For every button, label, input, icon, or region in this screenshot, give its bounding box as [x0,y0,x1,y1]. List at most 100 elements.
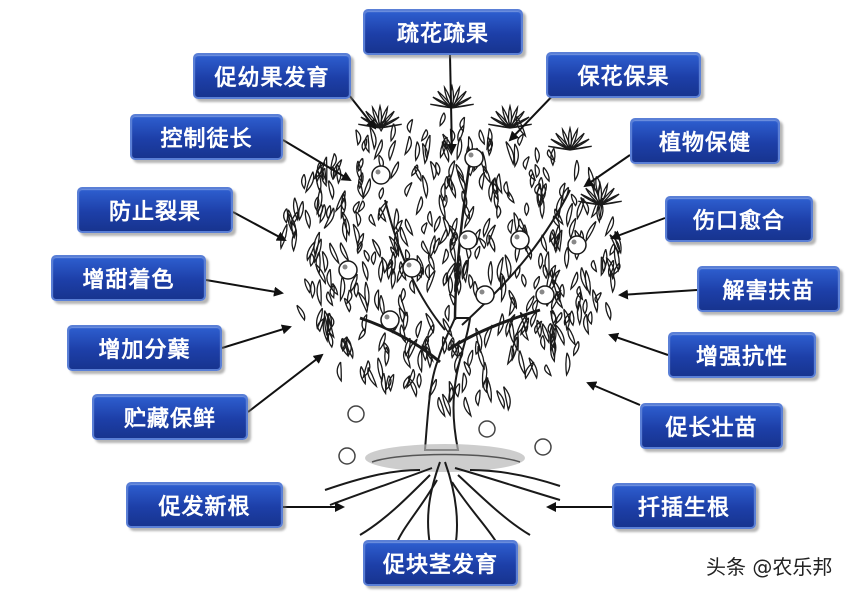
leaf [346,289,353,305]
leaf [456,169,466,195]
leaf [448,177,457,199]
leaf [483,324,494,349]
leaf [456,136,463,161]
leaf [461,190,468,209]
leaf [523,202,530,217]
fruit [475,285,495,305]
label-detox-seedling: 解害扶苗 [697,266,840,312]
leaf [352,200,361,214]
leaf [478,171,486,191]
leaf [449,238,456,264]
leaf [328,180,335,201]
leaf [569,138,590,151]
leaf [434,161,441,177]
leaf [362,178,372,200]
label-strong-seedling: 促长壮苗 [640,403,783,449]
leaf [506,345,515,366]
fruit-shade [514,234,520,240]
leaf [559,283,565,298]
leaf [321,167,327,188]
leaf [564,246,570,270]
leaf [379,116,400,129]
leaf [421,174,429,200]
tree-foliage [280,83,622,418]
leaf [486,127,493,151]
leaf [329,284,335,300]
leaf [310,280,316,299]
leaf [485,376,492,404]
leaf [373,289,380,312]
fruit [510,230,530,250]
leaf [554,208,564,226]
leaf [599,187,615,206]
leaf [451,217,458,238]
label-protect-flower-fruit: 保花保果 [546,52,701,98]
leaf [522,155,530,171]
fruit [402,258,422,278]
leaf [359,366,367,386]
leaf [534,163,540,179]
leaf [414,141,421,162]
leaf [296,304,306,322]
leaf [341,218,348,243]
leaf [368,213,377,227]
leaf [542,264,549,280]
tree-roots [324,461,561,549]
leaf [442,194,448,209]
leaf [486,136,493,157]
leaf [540,335,546,351]
leaf [612,262,621,276]
leaf [534,147,540,164]
leaf [369,126,377,151]
leaf [554,290,564,310]
fruit-shade [468,152,474,158]
leaf [385,375,392,392]
leaf [404,337,411,357]
leaf [377,200,389,222]
leaf [538,176,544,193]
leaf [520,273,527,288]
leaf [451,339,461,359]
leaf [474,389,481,407]
leaf [313,231,321,258]
leaf [388,139,397,162]
leaf [341,211,351,237]
leaf [569,310,575,327]
leaf [356,240,363,255]
leaf [451,103,474,109]
fruit-shade [342,264,348,270]
leaf [390,123,397,143]
leaf [487,261,493,287]
leaf [357,291,369,314]
leaf [517,133,524,147]
leaf [565,352,571,377]
leaf [399,226,409,248]
arrow-detox-seedling [618,289,698,300]
watermark: 头条 @农乐邦 [706,555,833,579]
label-plant-health: 植物保健 [630,118,780,164]
leaf [361,260,369,282]
leaf [451,96,472,109]
leaf [598,202,604,221]
leaf [496,390,505,410]
leaf [555,311,563,325]
leaf [390,251,396,276]
leaf [503,181,510,198]
ground-soil [365,444,525,472]
fruit [464,148,484,168]
leaf [380,256,388,274]
leaf [474,340,481,356]
leaf [398,307,405,323]
leaf [407,377,418,398]
fruit-shade [462,234,468,240]
label-cutting-rooting: 扦插生根 [612,483,756,529]
leaf [425,312,435,334]
leaf [582,313,590,336]
leaf [292,197,299,222]
leaf [482,165,491,185]
leaf [518,350,526,377]
leaf [335,163,342,185]
leaf [482,217,491,239]
leaf [367,367,378,389]
leaf [304,209,311,230]
